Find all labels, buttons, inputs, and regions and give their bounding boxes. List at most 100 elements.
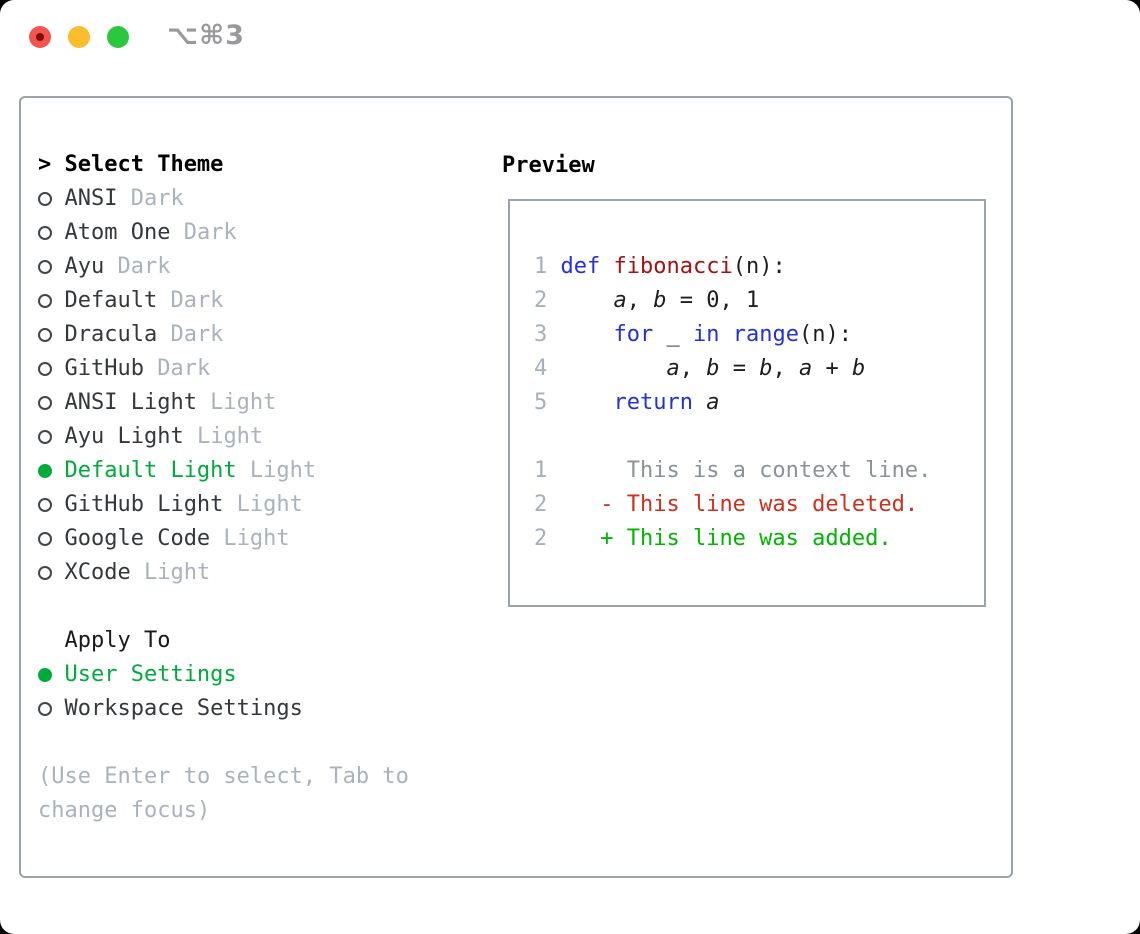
apply-option-label: Workspace Settings [64,696,303,721]
zoom-button[interactable] [107,26,129,48]
radio-unselected-icon [38,294,52,308]
line-number: 3 [534,322,561,347]
theme-item-default[interactable]: Default Dark [38,284,409,318]
radio-unselected-icon [38,430,52,444]
window-title: ⌥⌘3 [167,20,245,51]
minimize-button[interactable] [68,26,90,48]
theme-variant: Dark [170,220,237,245]
prompt-icon: > [38,152,52,177]
apply-to-header: Apply To [38,624,409,658]
theme-variant: Dark [104,254,171,279]
radio-gutter [38,566,64,580]
radio-gutter [38,362,64,376]
radio-gutter [38,260,64,274]
theme-name: ANSI Light [64,390,197,415]
radio-unselected-icon [38,192,52,206]
radio-gutter [38,498,64,512]
line-number: 2 [534,492,561,517]
theme-item-xcode[interactable]: XCode Light [38,556,409,590]
line-number: 1 [534,254,561,279]
radio-selected-icon [38,668,52,682]
theme-item-ayu-light[interactable]: Ayu Light Light [38,420,409,454]
line-number: 4 [534,356,561,381]
radio-unselected-icon [38,328,52,342]
theme-item-atom-one[interactable]: Atom One Dark [38,216,409,250]
apply-option-label: User Settings [64,662,237,687]
diff-context-line: 1 This is a context line. [534,458,932,483]
theme-item-ansi-light[interactable]: ANSI Light Light [38,386,409,420]
theme-name: Google Code [64,526,211,551]
code-line: 1 def fibonacci(n): [534,254,786,279]
spacer [38,726,409,760]
line-number: 5 [534,390,561,415]
select-theme-header: > Select Theme [38,148,409,182]
radio-unselected-icon [38,566,52,580]
theme-item-github[interactable]: GitHub Dark [38,352,409,386]
code-line: 2 a, b = 0, 1 [534,288,760,313]
theme-item-github-light[interactable]: GitHub Light Light [38,488,409,522]
theme-item-default-light[interactable]: Default Light Light [38,454,409,488]
code-line: 3 for _ in range(n): [534,322,852,347]
theme-variant: Light [223,492,303,517]
theme-name: ANSI [64,186,118,211]
radio-gutter [38,702,64,716]
apply-option-workspace-settings[interactable]: Workspace Settings [38,692,409,726]
theme-name: Default Light [64,458,237,483]
radio-gutter [38,668,64,682]
theme-name: Ayu Light [64,424,184,449]
radio-selected-icon [38,464,52,478]
preview-box: 1 def fibonacci(n): 2 a, b = 0, 1 3 for _ … [508,199,986,607]
theme-item-google-code[interactable]: Google Code Light [38,522,409,556]
close-button[interactable] [29,26,51,48]
radio-gutter [38,226,64,240]
titlebar: ⌥⌘3 [0,0,1140,76]
close-button-dot-icon [36,33,44,41]
radio-unselected-icon [38,396,52,410]
theme-variant: Light [196,390,277,415]
code-line: 4 a, b = b, a + b [534,356,866,381]
theme-name: Atom One [64,220,171,245]
theme-item-ayu[interactable]: Ayu Dark [38,250,409,284]
theme-name: Default [64,288,158,313]
theme-name: XCode [64,560,131,585]
radio-unselected-icon [38,498,52,512]
line-number: 2 [534,526,561,551]
preview-title: Preview [502,152,595,178]
theme-name: GitHub Light [64,492,224,517]
diff-added-line: 2 + This line was added. [534,526,892,551]
theme-variant: Light [130,560,211,585]
radio-unselected-icon [38,532,52,546]
line-number: 1 [534,458,561,483]
radio-gutter [38,464,64,478]
theme-variant: Light [183,424,264,449]
radio-gutter [38,532,64,546]
radio-unselected-icon [38,226,52,240]
spacer [38,590,409,624]
radio-unselected-icon [38,362,52,376]
theme-variant: Dark [157,288,224,313]
radio-gutter [38,328,64,342]
apply-option-user-settings[interactable]: User Settings [38,658,409,692]
theme-item-ansi[interactable]: ANSI Dark [38,182,409,216]
apply-to-label: Apply To [64,628,171,653]
radio-gutter [38,192,64,206]
blank-line [534,420,984,454]
code-line: 5 return a [534,390,720,415]
radio-gutter [38,430,64,444]
radio-gutter [38,396,64,410]
theme-variant: Dark [117,186,184,211]
theme-variant: Light [210,526,290,551]
radio-unselected-icon [38,260,52,274]
theme-variant: Dark [143,356,211,381]
code-preview: 1 def fibonacci(n): 2 a, b = 0, 1 3 for _ … [510,201,984,556]
radio-unselected-icon [38,702,52,716]
theme-name: GitHub [64,356,144,381]
select-theme-title: Select Theme [64,152,224,177]
theme-item-dracula[interactable]: Dracula Dark [38,318,409,352]
theme-name: Ayu [64,254,105,279]
